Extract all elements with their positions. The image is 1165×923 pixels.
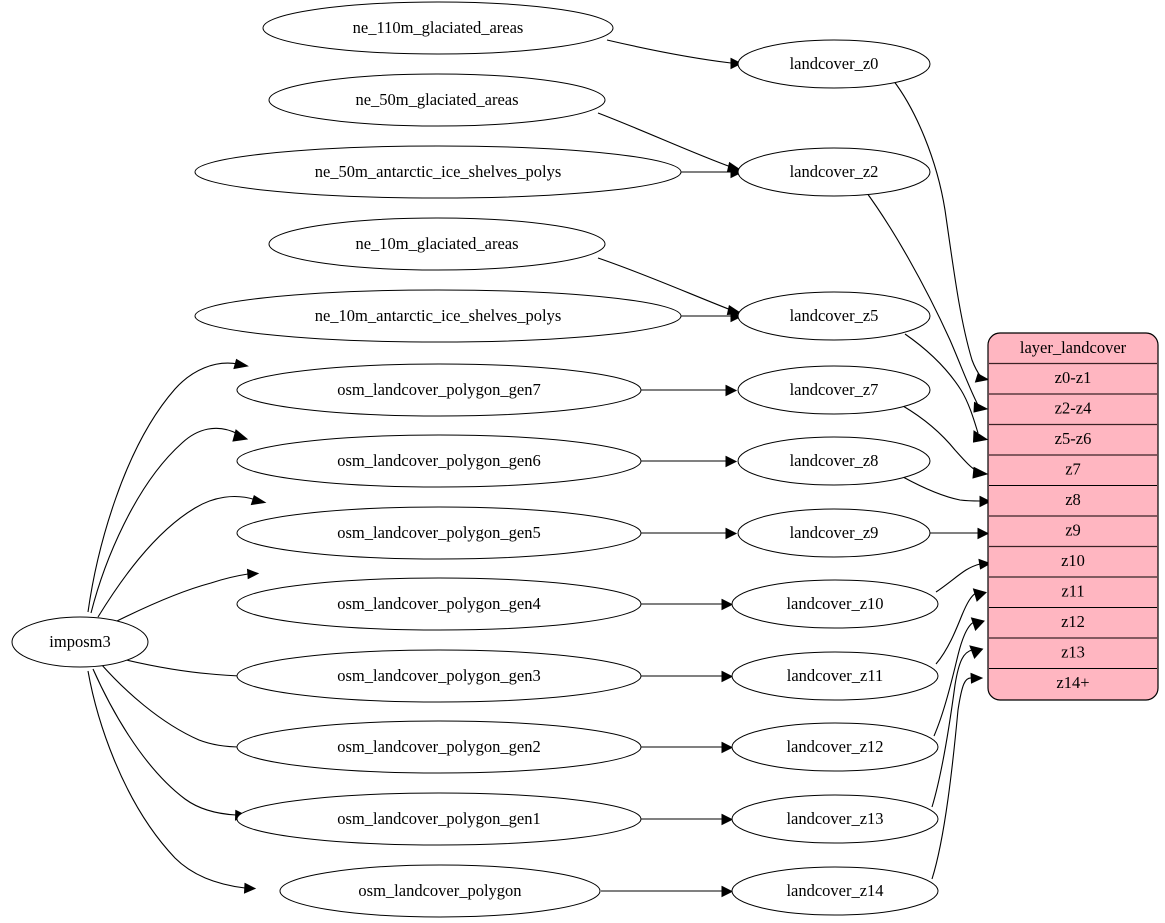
node-landcover-z5[interactable]: landcover_z5 bbox=[737, 291, 931, 341]
edge-imposm3-to-gen7 bbox=[87, 358, 249, 613]
edge-gen3-to-landcover-z11 bbox=[639, 670, 734, 683]
node-landcover-z13-label: landcover_z13 bbox=[786, 809, 883, 828]
node-ne-50m-antarctic-ice-shelves-polys[interactable]: ne_50m_antarctic_ice_shelves_polys bbox=[194, 145, 682, 199]
edge-landcover-z5-to-row-z5z6 bbox=[904, 333, 989, 443]
node-landcover-z9-label: landcover_z9 bbox=[790, 523, 879, 542]
layer-landcover-header: layer_landcover bbox=[1020, 338, 1127, 357]
node-osm-landcover-polygon-gen7[interactable]: osm_landcover_polygon_gen7 bbox=[236, 363, 642, 417]
node-osm-landcover-polygon-gen3-label: osm_landcover_polygon_gen3 bbox=[337, 666, 540, 685]
edge-landcover-z8-to-row-z8 bbox=[902, 476, 992, 508]
layer-row-z12[interactable]: z12 bbox=[1061, 612, 1085, 631]
edge-landcover-z0-to-row-z0z1 bbox=[892, 79, 990, 383]
node-landcover-z2[interactable]: landcover_z2 bbox=[737, 147, 931, 197]
edge-gen1-to-landcover-z13 bbox=[639, 813, 734, 826]
layer-row-z13[interactable]: z13 bbox=[1061, 642, 1085, 661]
edge-ne10m-antarctic-to-landcover-z5 bbox=[681, 310, 743, 323]
node-osm-landcover-polygon-gen5[interactable]: osm_landcover_polygon_gen5 bbox=[236, 506, 642, 560]
node-osm-landcover-polygon[interactable]: osm_landcover_polygon bbox=[279, 864, 601, 918]
edge-landcover-z11-to-row-z11 bbox=[935, 588, 987, 665]
edge-layer bbox=[87, 39, 992, 898]
node-osm-landcover-polygon-gen4[interactable]: osm_landcover_polygon_gen4 bbox=[236, 577, 642, 631]
layer-row-z7[interactable]: z7 bbox=[1065, 459, 1081, 478]
edge-landcover-z2-to-row-z2z4 bbox=[863, 188, 989, 413]
layer-row-z9[interactable]: z9 bbox=[1065, 520, 1081, 539]
node-osm-landcover-polygon-gen6[interactable]: osm_landcover_polygon_gen6 bbox=[236, 434, 642, 488]
node-imposm3[interactable]: imposm3 bbox=[11, 616, 149, 668]
edge-gen5-to-landcover-z9 bbox=[639, 527, 738, 540]
node-ne-50m-glaciated-areas-label: ne_50m_glaciated_areas bbox=[355, 90, 518, 109]
node-ne-110m-glaciated-areas-label: ne_110m_glaciated_areas bbox=[353, 18, 524, 37]
layer-landcover-table[interactable]: layer_landcover z0-z1 z2-z4 z5-z6 z7 z8 … bbox=[987, 332, 1159, 701]
node-landcover-z14-label: landcover_z14 bbox=[786, 881, 883, 900]
node-ne-10m-glaciated-areas[interactable]: ne_10m_glaciated_areas bbox=[268, 217, 606, 271]
node-landcover-z0-label: landcover_z0 bbox=[790, 54, 879, 73]
edge-landcover-z12-to-row-z12 bbox=[933, 617, 985, 737]
edge-ne110m-to-landcover-z0 bbox=[606, 39, 743, 70]
edge-imposm3-to-gen4 bbox=[112, 568, 260, 624]
node-ne-110m-glaciated-areas[interactable]: ne_110m_glaciated_areas bbox=[262, 1, 614, 55]
layer-row-z8[interactable]: z8 bbox=[1065, 490, 1081, 509]
edge-gen4-to-landcover-z10 bbox=[639, 598, 734, 611]
node-landcover-z11[interactable]: landcover_z11 bbox=[731, 651, 939, 701]
node-ne-50m-glaciated-areas[interactable]: ne_50m_glaciated_areas bbox=[268, 73, 606, 127]
node-landcover-z10-label: landcover_z10 bbox=[786, 594, 883, 613]
edge-imposm3-to-gen1 bbox=[92, 668, 248, 821]
layer-row-z0-z1[interactable]: z0-z1 bbox=[1055, 368, 1092, 387]
edge-landcover-z10-to-row-z10 bbox=[935, 558, 992, 593]
node-landcover-z10[interactable]: landcover_z10 bbox=[731, 579, 939, 629]
node-landcover-z5-label: landcover_z5 bbox=[790, 306, 879, 325]
node-ne-10m-antarctic-ice-shelves-polys-label: ne_10m_antarctic_ice_shelves_polys bbox=[315, 306, 562, 325]
node-landcover-z8[interactable]: landcover_z8 bbox=[737, 436, 931, 486]
edge-gen2-to-landcover-z12 bbox=[639, 741, 734, 754]
edge-imposm3-to-gen2 bbox=[100, 663, 253, 753]
layer-row-z11[interactable]: z11 bbox=[1061, 581, 1084, 600]
node-ne-10m-glaciated-areas-label: ne_10m_glaciated_areas bbox=[355, 234, 518, 253]
edge-landcover-z7-to-row-z7 bbox=[902, 405, 989, 479]
layer-row-z2-z4[interactable]: z2-z4 bbox=[1055, 398, 1092, 417]
node-osm-landcover-polygon-label: osm_landcover_polygon bbox=[358, 881, 521, 900]
node-landcover-z7[interactable]: landcover_z7 bbox=[737, 365, 931, 415]
node-landcover-z8-label: landcover_z8 bbox=[790, 451, 879, 470]
node-landcover-z14[interactable]: landcover_z14 bbox=[731, 866, 939, 916]
edge-landcover-z14-to-row-z14plus bbox=[931, 672, 984, 880]
node-osm-landcover-polygon-gen2-label: osm_landcover_polygon_gen2 bbox=[337, 737, 540, 756]
node-osm-landcover-polygon-gen2[interactable]: osm_landcover_polygon_gen2 bbox=[236, 720, 642, 774]
edge-landcover-z13-to-row-z13 bbox=[931, 645, 984, 808]
node-landcover-z7-label: landcover_z7 bbox=[790, 380, 879, 399]
node-landcover-z13[interactable]: landcover_z13 bbox=[731, 794, 939, 844]
edge-imposm3-to-polygon bbox=[87, 670, 257, 894]
node-landcover-z0[interactable]: landcover_z0 bbox=[737, 39, 931, 89]
edge-ne50m-antarctic-to-landcover-z2 bbox=[681, 166, 743, 179]
node-landcover-z12-label: landcover_z12 bbox=[786, 737, 883, 756]
edge-imposm3-to-gen5 bbox=[97, 495, 267, 618]
layer-row-z14-plus[interactable]: z14+ bbox=[1056, 673, 1089, 692]
node-imposm3-label: imposm3 bbox=[49, 632, 110, 651]
node-osm-landcover-polygon-gen1[interactable]: osm_landcover_polygon_gen1 bbox=[236, 792, 642, 846]
layer-row-z10[interactable]: z10 bbox=[1061, 551, 1085, 570]
node-ne-10m-antarctic-ice-shelves-polys[interactable]: ne_10m_antarctic_ice_shelves_polys bbox=[194, 289, 682, 343]
edge-gen6-to-landcover-z8 bbox=[639, 455, 738, 468]
node-landcover-z12[interactable]: landcover_z12 bbox=[731, 722, 939, 772]
node-osm-landcover-polygon-gen7-label: osm_landcover_polygon_gen7 bbox=[337, 380, 540, 399]
node-landcover-z11-label: landcover_z11 bbox=[787, 666, 884, 685]
node-ne-50m-antarctic-ice-shelves-polys-label: ne_50m_antarctic_ice_shelves_polys bbox=[315, 162, 562, 181]
node-osm-landcover-polygon-gen4-label: osm_landcover_polygon_gen4 bbox=[337, 594, 540, 613]
edge-imposm3-to-gen6 bbox=[90, 427, 249, 614]
edge-polygon-to-landcover-z14 bbox=[601, 885, 734, 898]
edge-imposm3-to-gen3 bbox=[113, 656, 258, 682]
node-landcover-z2-label: landcover_z2 bbox=[790, 162, 879, 181]
node-osm-landcover-polygon-gen5-label: osm_landcover_polygon_gen5 bbox=[337, 523, 540, 542]
edge-gen7-to-landcover-z7 bbox=[639, 384, 738, 397]
node-osm-landcover-polygon-gen6-label: osm_landcover_polygon_gen6 bbox=[337, 451, 540, 470]
layer-row-z5-z6[interactable]: z5-z6 bbox=[1055, 429, 1092, 448]
edge-landcover-z9-to-row-z9 bbox=[930, 527, 990, 540]
node-osm-landcover-polygon-gen1-label: osm_landcover_polygon_gen1 bbox=[337, 809, 540, 828]
node-osm-landcover-polygon-gen3[interactable]: osm_landcover_polygon_gen3 bbox=[236, 649, 642, 703]
node-landcover-z9[interactable]: landcover_z9 bbox=[737, 508, 931, 558]
